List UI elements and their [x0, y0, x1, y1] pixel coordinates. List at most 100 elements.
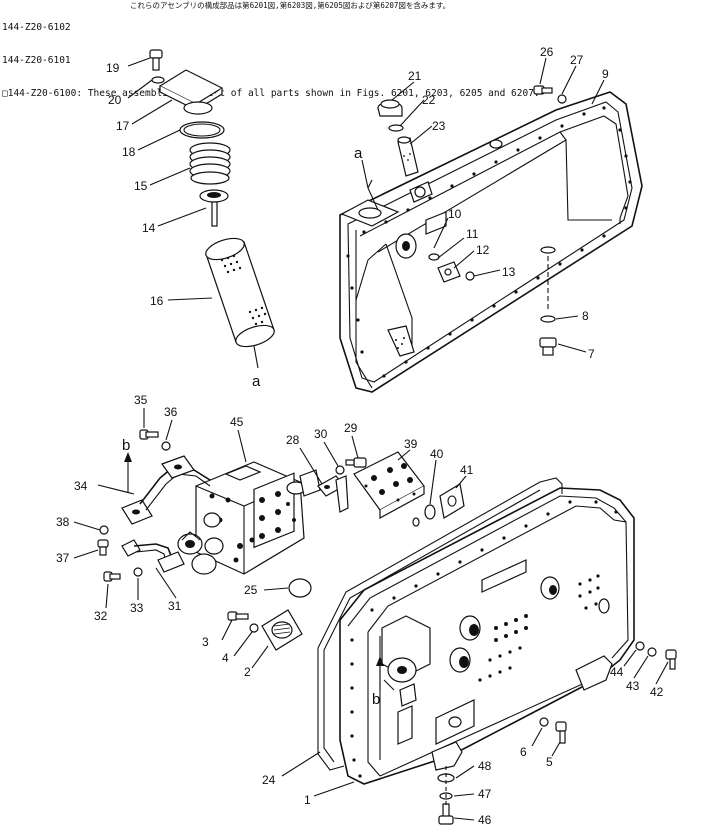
callout-27: 27 — [570, 53, 584, 67]
callout-33: 33 — [130, 601, 144, 615]
callout-labels: 19 20 17 18 15 14 16 a 26 27 9 21 22 23 … — [56, 45, 664, 827]
callout-35: 35 — [134, 393, 148, 407]
bolt-37 — [97, 539, 109, 556]
ref-a-bottom: a — [252, 373, 261, 390]
callout-26: 26 — [540, 45, 554, 59]
o-ring-8 — [540, 315, 556, 323]
callout-47: 47 — [478, 787, 492, 801]
washer-43 — [647, 647, 657, 657]
callout-6: 6 — [520, 745, 527, 759]
bolt-46 — [438, 803, 454, 825]
filter-element-16 — [205, 237, 275, 348]
washer-4 — [249, 623, 259, 633]
callout-28: 28 — [286, 433, 300, 447]
header-line-2: 144-Z20-6101 これらのアセンブリの構成部品は第6201図,第6203図… — [2, 1, 540, 66]
strainer-cover-2 — [261, 609, 303, 651]
callout-2: 2 — [244, 665, 251, 679]
callout-8: 8 — [582, 309, 589, 323]
washer-36 — [161, 441, 171, 451]
o-ring-40 — [424, 504, 436, 520]
header-line-3: □144-Z20-6100: These assemblies consist … — [2, 88, 540, 99]
washer-38 — [99, 525, 109, 535]
ref-b-right: b — [372, 691, 380, 708]
header-code-1: 144-Z20-6102 — [2, 22, 71, 33]
cover-plate-39 — [353, 451, 425, 520]
bolt-19 — [149, 49, 163, 71]
header-code-3: 144-Z20-6100 — [7, 88, 77, 99]
callout-19: 19 — [106, 61, 120, 75]
figure-header: 144-Z20-6102 144-Z20-6101 これらのアセンブリの構成部品は… — [2, 0, 540, 110]
callout-20: 20 — [108, 93, 122, 107]
callout-15: 15 — [134, 179, 148, 193]
header-code-2: 144-Z20-6101 — [2, 55, 71, 66]
washer-20 — [151, 76, 165, 84]
pipe-34 — [121, 455, 211, 525]
callout-21: 21 — [408, 69, 422, 83]
spring-15 — [189, 142, 231, 185]
bolt-3 — [227, 611, 249, 621]
callout-25: 25 — [244, 583, 258, 597]
breather-21 — [377, 99, 403, 117]
bolt-29 — [345, 457, 367, 468]
washer-30 — [335, 465, 345, 475]
washer-6 — [539, 717, 549, 727]
callout-30: 30 — [314, 427, 328, 441]
callout-37: 37 — [56, 551, 70, 565]
callout-34: 34 — [74, 479, 88, 493]
callout-31: 31 — [168, 599, 182, 613]
bolt-42 — [665, 649, 677, 670]
callout-41: 41 — [460, 463, 474, 477]
callout-1: 1 — [304, 793, 311, 807]
callout-3: 3 — [202, 635, 209, 649]
ref-a-top: a — [354, 145, 363, 162]
bolt-5 — [555, 721, 567, 744]
filter-assembly — [127, 49, 275, 369]
washer-44 — [635, 641, 645, 651]
callout-44: 44 — [610, 665, 624, 679]
callout-45: 45 — [230, 415, 244, 429]
ref-b-left: b — [122, 437, 130, 454]
callout-48: 48 — [478, 759, 492, 773]
header-note-jp: これらのアセンブリの構成部品は第6201図,第6203図,第6205図および第6… — [130, 1, 451, 10]
callout-23: 23 — [432, 119, 446, 133]
tank-cover-9 — [339, 91, 643, 393]
gasket-22 — [388, 124, 404, 132]
callout-36: 36 — [164, 405, 178, 419]
washer-33 — [133, 567, 143, 577]
callout-7: 7 — [588, 347, 595, 361]
callout-46: 46 — [478, 813, 492, 827]
callout-43: 43 — [626, 679, 640, 693]
bracket-28 — [317, 475, 349, 513]
callout-5: 5 — [546, 755, 553, 769]
gasket-24 — [317, 477, 563, 771]
bolt-32 — [103, 571, 121, 582]
callout-17: 17 — [116, 119, 130, 133]
callout-22: 22 — [422, 93, 436, 107]
callout-14: 14 — [142, 221, 156, 235]
callout-12: 12 — [476, 243, 490, 257]
valve-14 — [199, 189, 229, 227]
bolt-26 — [533, 85, 553, 95]
washer-27 — [557, 94, 567, 104]
gasket-41 — [439, 483, 465, 519]
callout-38: 38 — [56, 515, 70, 529]
callout-10: 10 — [448, 207, 462, 221]
callout-40: 40 — [430, 447, 444, 461]
callout-9: 9 — [602, 67, 609, 81]
header-note-en: : These assemblies consist of all parts … — [76, 88, 540, 99]
callout-42: 42 — [650, 685, 664, 699]
plug-7 — [539, 337, 557, 356]
pipe-31 — [121, 531, 217, 575]
callout-18: 18 — [122, 145, 136, 159]
callout-39: 39 — [404, 437, 418, 451]
bolt-35 — [139, 429, 159, 440]
cover-17 — [158, 69, 224, 115]
callout-11: 11 — [466, 227, 479, 241]
callout-32: 32 — [94, 609, 108, 623]
valve-body-45 — [195, 461, 321, 575]
callout-16: 16 — [150, 294, 164, 308]
callout-13: 13 — [502, 265, 516, 279]
o-ring-25 — [288, 578, 312, 598]
callout-24: 24 — [262, 773, 276, 787]
